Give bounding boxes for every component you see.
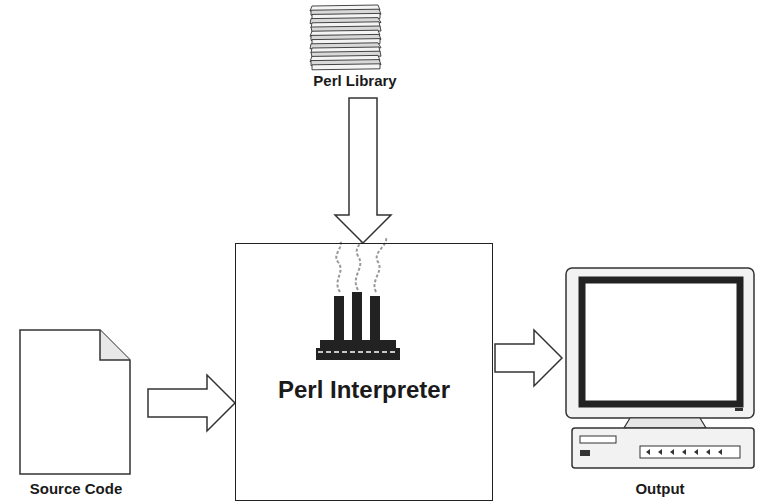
- node-label: Source Code: [30, 480, 123, 498]
- node-label: Output: [635, 480, 684, 498]
- paper-stack-icon: [310, 5, 381, 70]
- output-node: Output: [562, 264, 758, 504]
- source-node: Source Code: [6, 326, 146, 500]
- computer-icon: [566, 268, 754, 468]
- block-arrow: [148, 375, 235, 431]
- paper-sheet: [312, 64, 380, 70]
- block-arrow: [495, 330, 562, 386]
- node-label: Perl Library: [313, 72, 396, 90]
- interpreter-box: Perl Interpreter: [235, 243, 493, 501]
- library-node: Perl Library: [290, 0, 420, 96]
- block-arrow: [335, 98, 391, 243]
- factory-icon: [316, 232, 400, 360]
- node-label: Perl Interpreter: [278, 376, 450, 405]
- document-icon: [20, 330, 130, 474]
